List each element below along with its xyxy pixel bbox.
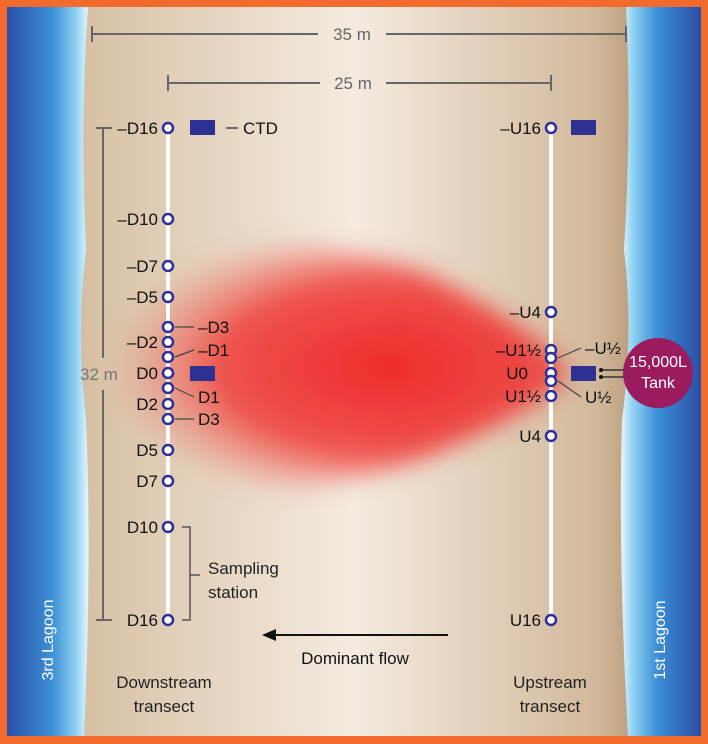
upstream-station-marker [544, 121, 558, 135]
tank-label-1: 15,000L [629, 354, 687, 371]
downstream-station-label: –D2 [127, 333, 158, 352]
downstream-station-label: D10 [127, 518, 158, 537]
upstream-station-marker [544, 613, 558, 627]
upstream-station-marker [544, 429, 558, 443]
upstream-station-label: –U1½ [496, 341, 541, 360]
downstream-station-label: D7 [136, 472, 158, 491]
station-leader [174, 349, 195, 358]
dimension-35m-label: 35 m [333, 25, 371, 44]
upstream-station-label: –U½ [585, 339, 621, 358]
dimension-35m [91, 26, 627, 42]
ctd-upstream-top [571, 120, 596, 135]
downstream-station-marker [161, 381, 175, 395]
dimension-32m-label: 32 m [80, 365, 118, 384]
downstream-station-label: D3 [198, 410, 220, 429]
upstream-station-label: –U4 [510, 303, 541, 322]
station-leader [557, 347, 582, 359]
downstream-station-marker [161, 290, 175, 304]
upstream-station-marker [544, 305, 558, 319]
dimension-32m [96, 127, 112, 621]
downstream-station-marker [161, 121, 175, 135]
upstream-station-label: U0 [506, 364, 528, 383]
ctd-downstream-center [190, 366, 215, 381]
downstream-station-marker [161, 613, 175, 627]
downstream-station-marker [161, 350, 175, 364]
downstream-label-1: Downstream [116, 673, 211, 692]
downstream-station-marker [161, 474, 175, 488]
left-lagoon [7, 7, 89, 736]
sampling-station-label-2: station [208, 583, 258, 602]
sampling-station-label-1: Sampling [208, 559, 279, 578]
downstream-station-label: –D3 [198, 318, 229, 337]
downstream-station-marker [161, 259, 175, 273]
dimension-25m [167, 75, 552, 91]
downstream-station-label: D1 [198, 388, 220, 407]
downstream-station-label: D0 [136, 364, 158, 383]
downstream-station-label: –D10 [117, 210, 158, 229]
downstream-label-2: transect [134, 697, 195, 716]
downstream-station-marker [161, 443, 175, 457]
downstream-station-label: D5 [136, 441, 158, 460]
downstream-station-label: D2 [136, 395, 158, 414]
ctd-label: CTD [243, 119, 278, 138]
upstream-label-2: transect [520, 697, 581, 716]
upstream-station-label: U4 [519, 427, 541, 446]
dye-plume [100, 246, 565, 488]
downstream-station-label: D16 [127, 611, 158, 630]
downstream-station-marker [161, 366, 175, 380]
tank [623, 338, 693, 408]
downstream-station-marker [161, 335, 175, 349]
station-leader [174, 387, 195, 398]
flow-arrow-head [262, 629, 276, 641]
downstream-station-marker [161, 412, 175, 426]
downstream-station-marker [161, 520, 175, 534]
downstream-station-marker [161, 320, 175, 334]
upstream-station-label: U1½ [505, 387, 541, 406]
upstream-label-1: Upstream [513, 673, 587, 692]
dimension-25m-label: 25 m [334, 74, 372, 93]
downstream-station-marker [161, 212, 175, 226]
right-lagoon-label: 1st Lagoon [652, 600, 669, 679]
upstream-station-label: U16 [510, 611, 541, 630]
downstream-station-label: –D7 [127, 257, 158, 276]
downstream-station-marker [161, 397, 175, 411]
upstream-station-marker [544, 374, 558, 388]
tank-label-2: Tank [641, 375, 676, 392]
left-lagoon-label: 3rd Lagoon [40, 600, 57, 681]
upstream-station-label: U½ [585, 388, 611, 407]
sampling-bracket [182, 526, 191, 621]
station-leader [557, 380, 582, 398]
upstream-station-marker [544, 351, 558, 365]
upstream-station-label: –U16 [500, 119, 541, 138]
upstream-station-marker [544, 389, 558, 403]
flow-label: Dominant flow [301, 649, 409, 668]
ctd-upstream-center [571, 366, 596, 381]
downstream-station-label: –D16 [117, 119, 158, 138]
ctd-downstream-top [190, 120, 215, 135]
downstream-station-label: –D1 [198, 341, 229, 360]
downstream-station-label: –D5 [127, 288, 158, 307]
